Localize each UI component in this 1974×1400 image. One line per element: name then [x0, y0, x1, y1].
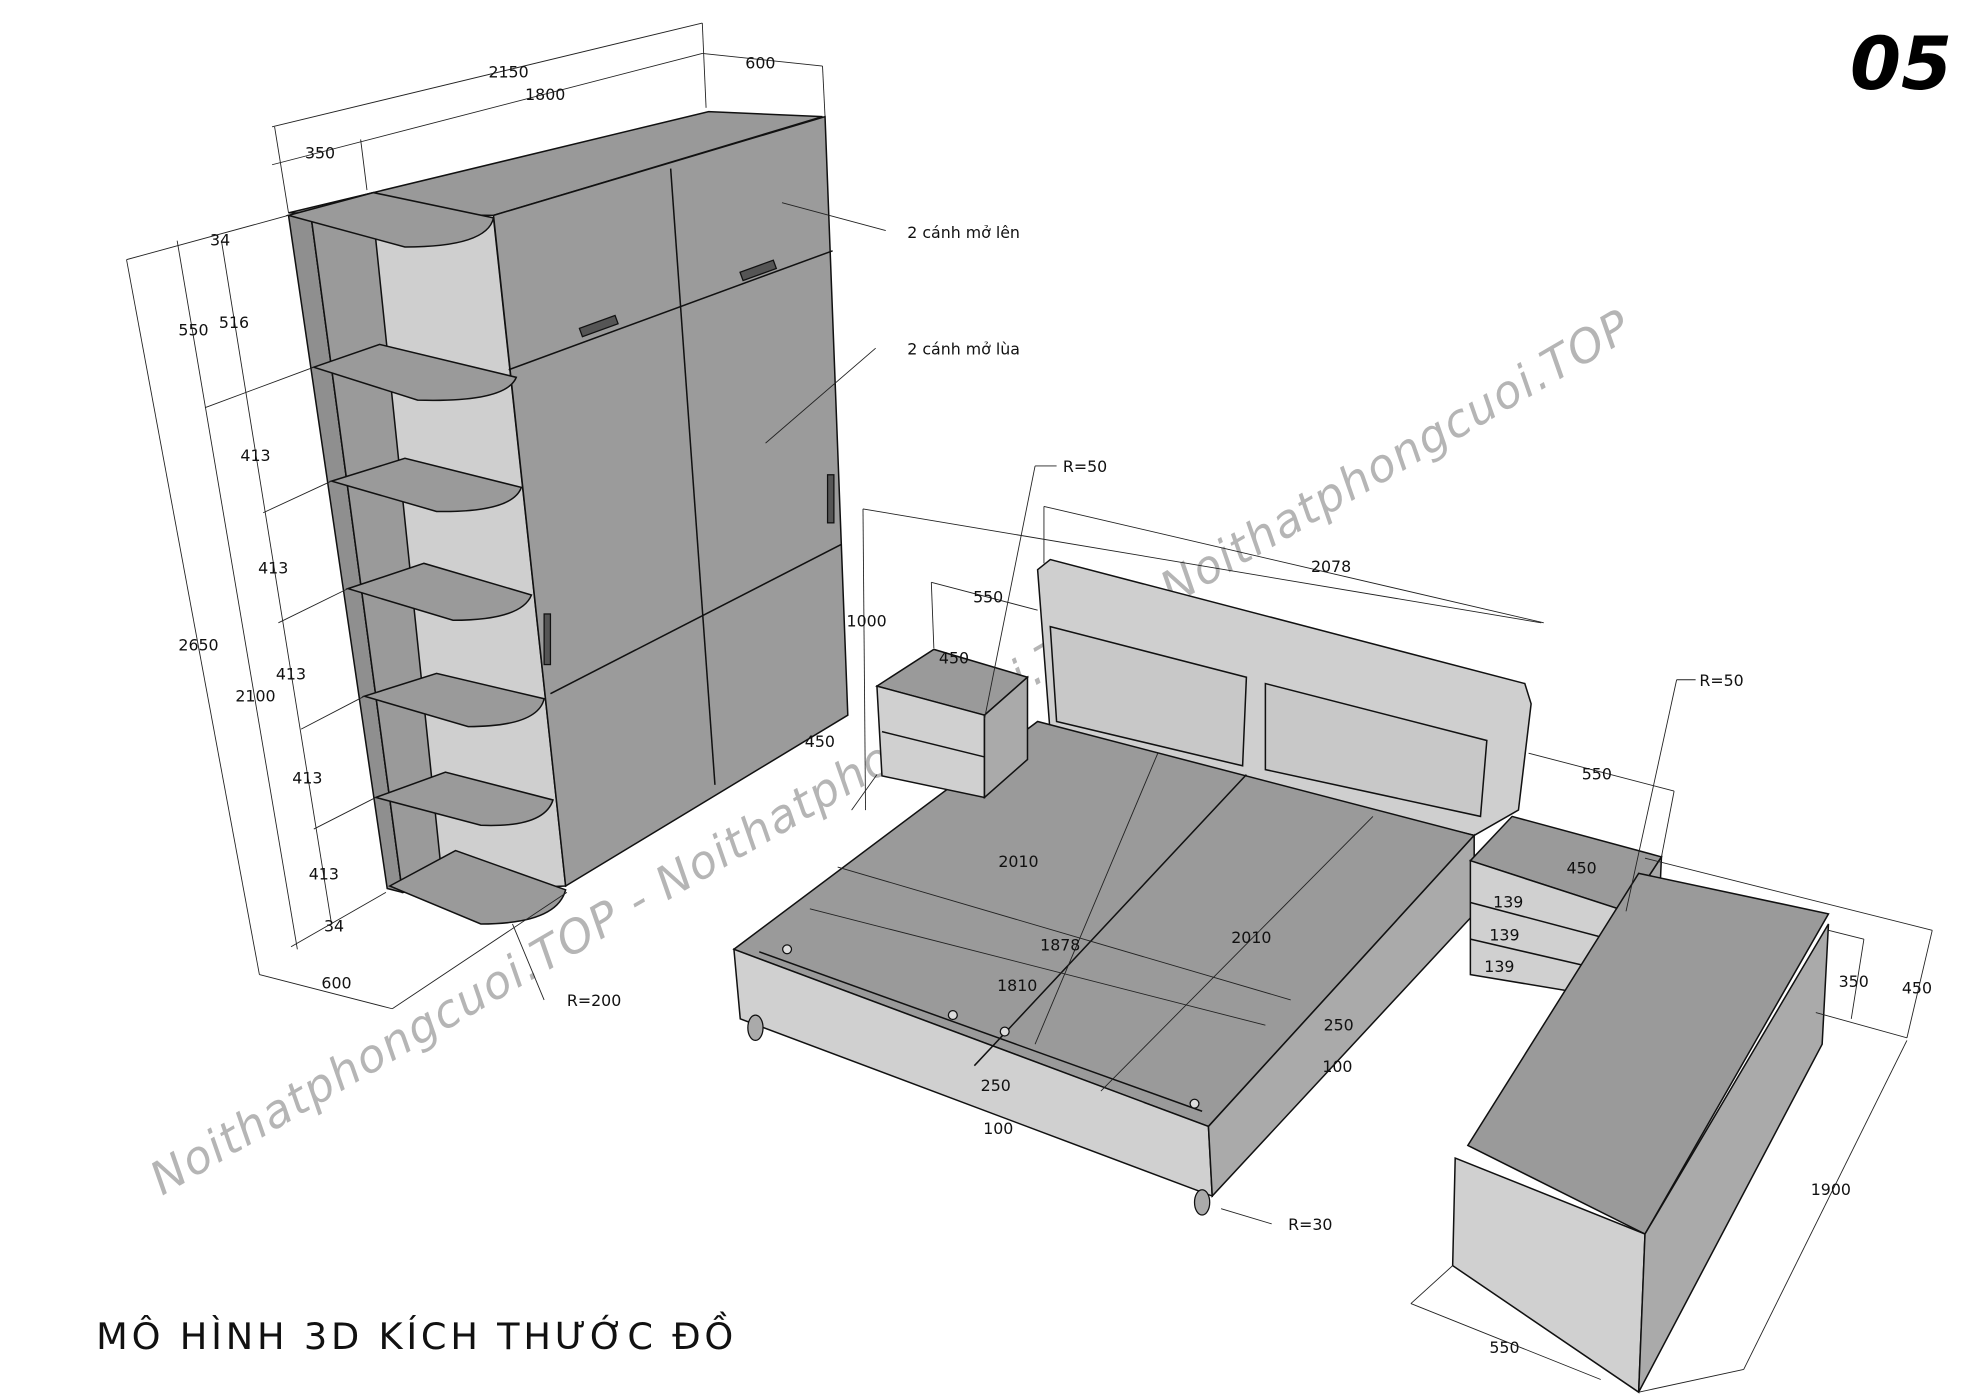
dim-label: 100: [1322, 1057, 1352, 1076]
dim-label: 2078: [1311, 557, 1351, 576]
dim-label: 1878: [1040, 936, 1080, 955]
note-nightstand-right-radius: R=50: [1699, 671, 1743, 690]
upper-door-handle-left: [578, 314, 619, 338]
dim-label: 413: [258, 558, 288, 577]
dim-label: 350: [305, 143, 335, 162]
dim-label: 1800: [525, 85, 565, 104]
dim-label: 139: [1484, 957, 1514, 976]
dim-label: 2010: [998, 852, 1038, 871]
dim-label: 139: [1489, 925, 1519, 944]
dim-label: 2150: [488, 62, 528, 81]
bed: [732, 558, 1532, 1216]
nightstand-left: [875, 648, 1030, 800]
dim-label: 550: [973, 588, 1003, 607]
bed-dimension-labels: 2078 1000 550 450 450 2010 2010 1878 181…: [805, 557, 1354, 1138]
note-shelf-radius: R=200: [567, 991, 621, 1010]
sliding-door-handle-right: [826, 474, 835, 524]
dim-label: 139: [1493, 893, 1523, 912]
dim-label: 2100: [235, 686, 275, 705]
dim-label: 413: [309, 865, 339, 884]
dim-label: 600: [745, 54, 775, 73]
dim-label: 550: [1489, 1338, 1519, 1357]
note-sliding-doors: 2 cánh mở lùa: [907, 340, 1020, 359]
dim-label: 1000: [847, 612, 887, 631]
dim-label: 34: [324, 917, 344, 936]
dim-label: 450: [1567, 858, 1597, 877]
dim-label: 34: [210, 231, 230, 250]
dim-label: 250: [1324, 1015, 1354, 1034]
bench: [1451, 872, 1830, 1394]
dim-label: 2650: [178, 636, 218, 655]
note-upper-doors: 2 cánh mở lên: [907, 223, 1020, 242]
dim-label: 413: [240, 446, 270, 465]
dim-label: 550: [178, 321, 208, 340]
dimension-lines: [126, 22, 1933, 1393]
shelves: [285, 191, 567, 925]
headboard-cushion-right: [1264, 682, 1488, 818]
dim-label: 100: [983, 1119, 1013, 1138]
dim-label: 450: [1902, 979, 1932, 998]
wardrobe-dimension-labels: 2150 1800 600 350 34 550 516 413 413 413…: [178, 54, 775, 993]
note-bed-leg-radius: R=30: [1288, 1215, 1332, 1234]
headboard-cushion-left: [1049, 625, 1248, 767]
bed-leg: [1193, 1189, 1211, 1216]
dim-label: 2010: [1231, 928, 1271, 947]
wardrobe: [285, 110, 849, 925]
upper-door-handle-right: [739, 259, 778, 282]
dim-label: 413: [292, 769, 322, 788]
dim-label: 450: [939, 648, 969, 667]
page-title: MÔ HÌNH 3D KÍCH THƯỚC ĐỒ: [96, 1310, 737, 1358]
dim-label: 1900: [1811, 1180, 1851, 1199]
note-nightstand-left-radius: R=50: [1063, 457, 1107, 476]
dim-label: 350: [1839, 972, 1869, 991]
dim-label: 250: [981, 1076, 1011, 1095]
right-side-dimension-labels: 550 450 139 139 139 350 450 1900 550: [1484, 765, 1932, 1357]
dim-label: 550: [1582, 765, 1612, 784]
page-number: 05: [1850, 22, 1952, 107]
dim-label: 600: [321, 974, 351, 993]
dim-label: 1810: [997, 976, 1037, 995]
dim-label: 450: [805, 732, 835, 751]
dim-label: 516: [219, 313, 249, 332]
wardrobe-front: [492, 115, 849, 888]
sliding-door-handle-left: [543, 613, 552, 666]
dim-label: 413: [276, 665, 306, 684]
bed-leg: [747, 1014, 764, 1042]
